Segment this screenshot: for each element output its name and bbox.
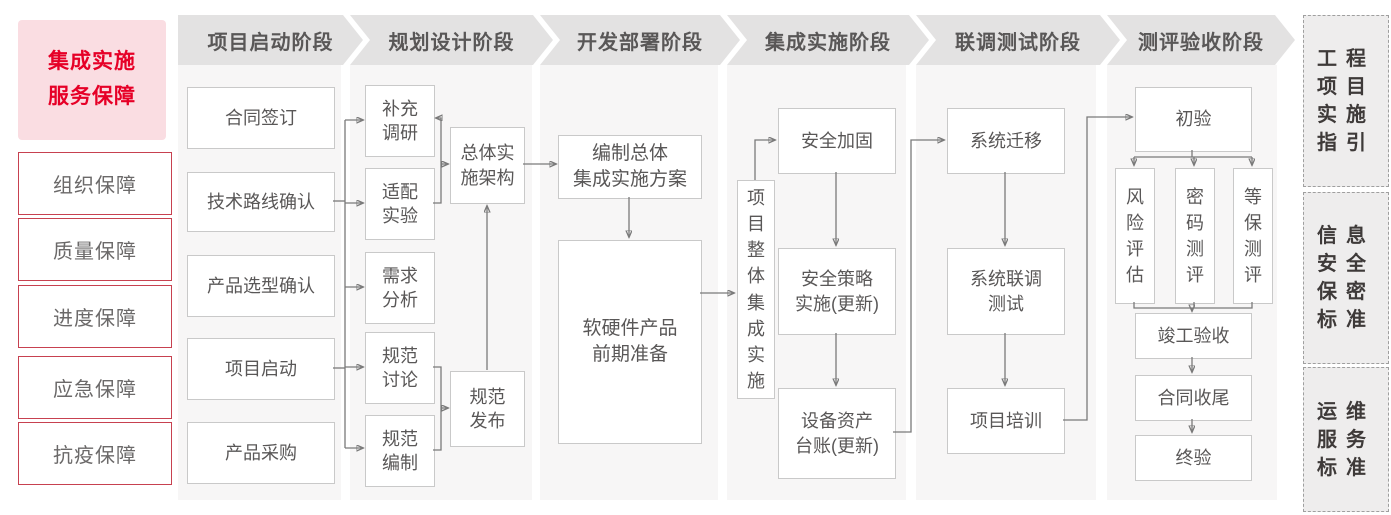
- box-mlps-evaluation: 等保测评: [1233, 168, 1273, 304]
- box-completion-acceptance: 竣工验收: [1135, 313, 1252, 359]
- box-initial-acceptance: 初验: [1135, 87, 1252, 152]
- box-adaptation-experiment: 适配 实验: [365, 168, 435, 240]
- box-security-policy: 安全策略 实施(更新): [778, 248, 896, 335]
- phase-planning-design: 规划设计阶段: [350, 15, 553, 65]
- box-joint-debug-test: 系统联调 测试: [947, 248, 1065, 335]
- sidebar-title: 集成实施 服务保障: [18, 20, 166, 140]
- sidebar-item-organization: 组织保障: [18, 152, 172, 215]
- box-asset-ledger: 设备资产 台账(更新): [778, 388, 896, 479]
- phase-joint-testing: 联调测试阶段: [916, 15, 1120, 65]
- sidebar-item-epidemic: 抗疫保障: [18, 422, 172, 485]
- phase-dev-deployment: 开发部署阶段: [540, 15, 740, 65]
- box-requirement-analysis: 需求 分析: [365, 252, 435, 324]
- box-overall-project-integration: 项目整体集成实施: [737, 180, 775, 399]
- box-supplementary-research: 补充 调研: [365, 85, 435, 157]
- box-overall-integration-plan: 编制总体 集成实施方案: [558, 135, 702, 199]
- box-spec-release: 规范 发布: [450, 371, 525, 447]
- box-contract-signing: 合同签订: [187, 87, 335, 149]
- box-overall-impl-architecture: 总体实 施架构: [450, 127, 525, 204]
- box-final-acceptance: 终验: [1135, 435, 1252, 481]
- box-spec-discussion: 规范 讨论: [365, 332, 435, 404]
- box-spec-compilation: 规范 编制: [365, 415, 435, 487]
- box-security-hardening: 安全加固: [778, 108, 896, 174]
- box-product-procurement: 产品采购: [187, 422, 335, 484]
- phase-integration-implementation: 集成实施阶段: [727, 15, 929, 65]
- box-product-selection-confirm: 产品选型确认: [187, 255, 335, 317]
- ref-infosec-standard: 信息 安全 保密 标准: [1303, 192, 1389, 364]
- box-project-training: 项目培训: [947, 388, 1065, 454]
- sidebar-item-schedule: 进度保障: [18, 285, 172, 348]
- box-risk-assessment: 风险评估: [1115, 168, 1155, 304]
- box-contract-closure: 合同收尾: [1135, 375, 1252, 421]
- ref-engineering-guide: 工程 项目 实施 指引: [1303, 15, 1389, 187]
- box-crypto-evaluation: 密码测评: [1175, 168, 1215, 304]
- ref-om-standard: 运维 服务 标准: [1303, 367, 1389, 512]
- box-hw-sw-preparation: 软硬件产品 前期准备: [558, 240, 702, 444]
- box-system-migration: 系统迁移: [947, 108, 1065, 174]
- box-tech-route-confirm: 技术路线确认: [187, 172, 335, 232]
- sidebar-item-emergency: 应急保障: [18, 356, 172, 419]
- phase-project-initiation: 项目启动阶段: [178, 15, 363, 65]
- box-project-kickoff: 项目启动: [187, 338, 335, 400]
- phase-evaluation-acceptance: 测评验收阶段: [1107, 15, 1295, 65]
- sidebar-item-quality: 质量保障: [18, 218, 172, 281]
